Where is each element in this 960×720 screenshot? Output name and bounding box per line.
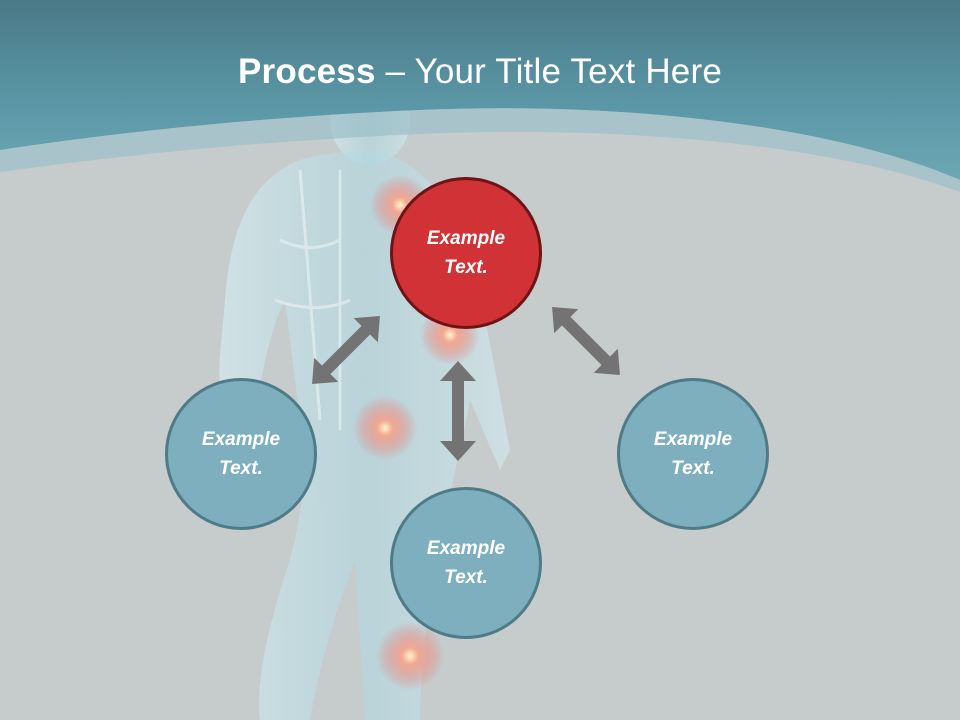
circle-right-line1: Example <box>653 429 733 450</box>
circle-top: Example Text. <box>390 177 542 329</box>
arrows <box>312 307 620 461</box>
circle-top-line2: Text. <box>444 257 488 278</box>
title-rest: – Your Title Text Here <box>375 52 722 91</box>
arrow-vertical <box>440 361 476 461</box>
header-wave <box>0 108 960 192</box>
circle-right: Example Text. <box>617 378 769 530</box>
circle-bottom-line2: Text. <box>444 567 488 588</box>
circle-left: Example Text. <box>165 378 317 530</box>
circle-right-line2: Text. <box>671 458 715 479</box>
glow-point <box>353 396 417 460</box>
circle-bottom-line1: Example <box>426 538 506 559</box>
arrow-top-left <box>312 316 380 384</box>
page-title: Process – Your Title Text Here <box>0 52 960 92</box>
header-band <box>0 0 960 180</box>
circle-left-line1: Example <box>201 429 281 450</box>
title-bold: Process <box>238 52 376 91</box>
circle-top-line1: Example <box>426 228 506 249</box>
circle-left-line2: Text. <box>219 458 263 479</box>
circle-bottom: Example Text. <box>390 487 542 639</box>
glow-point <box>376 622 444 690</box>
arrow-top-right <box>552 307 620 375</box>
